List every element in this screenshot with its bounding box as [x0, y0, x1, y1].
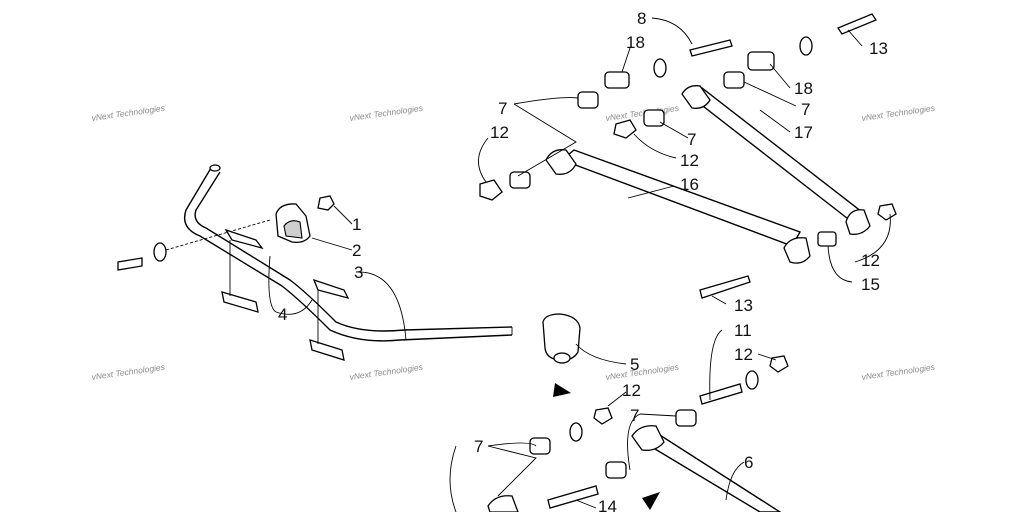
spacer-15: [817, 231, 837, 247]
nut-12-left: [479, 179, 503, 201]
watermark-4: vNext Technologies: [91, 362, 166, 382]
watermark-8: vNext Technologies: [605, 103, 680, 123]
bolt-axis-line: [165, 219, 271, 251]
callout-12-right: 12: [861, 251, 880, 270]
bushing-upper-1: [224, 228, 264, 250]
end-link-hole: [553, 352, 571, 364]
bolt-13-top: [837, 13, 877, 35]
spacer-18-left: [604, 71, 630, 89]
bolt-13-lower: [699, 275, 751, 299]
callout-11: 11: [734, 321, 752, 340]
bolt-14: [547, 485, 599, 509]
bushing-7-left: [509, 171, 531, 189]
callout-4: 4: [278, 305, 287, 324]
bushing-upper-2: [312, 278, 350, 299]
arm-joint-upper: [845, 209, 871, 235]
callout-13-lower: 13: [734, 296, 753, 315]
washer-lower-left: [569, 422, 583, 442]
bolt-left: [117, 257, 143, 271]
callout-12-lower-mid: 12: [622, 381, 641, 400]
callout-12-left: 12: [490, 123, 509, 142]
lower-a-arm-assembly[interactable]: [487, 355, 789, 513]
bushing-7-lower-left: [529, 437, 551, 455]
arm-bushing-front: [545, 149, 577, 175]
direction-arrow-2: [642, 492, 660, 510]
upper-a-arm-assembly[interactable]: [545, 85, 897, 264]
bolt-8: [689, 39, 733, 57]
callout-14: 14: [598, 497, 617, 512]
bushing-7-lower-mid: [605, 461, 627, 479]
watermark-7: vNext Technologies: [861, 362, 936, 382]
leader-lines: [268, 17, 891, 513]
watermark-1: vNext Technologies: [91, 103, 166, 123]
bushing-7-mid: [643, 109, 665, 127]
sway-bar-end-cap: [209, 164, 221, 172]
sway-bar-part[interactable]: [183, 164, 513, 342]
bolt-11: [699, 383, 743, 405]
callout-6: 6: [744, 453, 753, 472]
bushing-lower-2: [309, 339, 345, 361]
bushing-7-lower: [675, 409, 697, 427]
washer-lower-right: [745, 370, 759, 390]
arm-bushing-rear: [681, 85, 711, 109]
direction-arrow-1: [553, 383, 571, 397]
upper-hardware[interactable]: [479, 13, 877, 299]
watermark-6: vNext Technologies: [605, 362, 680, 382]
bushing-7-right: [723, 71, 745, 89]
callout-7-lower-mid: 7: [630, 406, 639, 425]
washer-top-left: [653, 58, 667, 78]
callout-17: 17: [794, 123, 813, 142]
spacer-18-right: [747, 51, 775, 71]
callout-7-right: 7: [801, 100, 810, 119]
callout-5: 5: [630, 355, 639, 374]
nut-12-lower-left: [593, 407, 613, 425]
watermark-5: vNext Technologies: [349, 362, 424, 382]
watermark-3: vNext Technologies: [861, 103, 936, 123]
nut-12-right: [877, 203, 897, 221]
nut-12-lower-right: [769, 355, 789, 373]
arm-bushing-6: [631, 425, 665, 451]
clamp-assembly[interactable]: [117, 195, 335, 271]
washer-top-right: [799, 36, 813, 56]
arm-bushing-lower-left: [487, 495, 519, 513]
bushing-lower-1: [221, 291, 259, 313]
callout-7-left: 7: [498, 99, 507, 118]
callout-7-mid: 7: [687, 130, 696, 149]
callout-1: 1: [352, 215, 361, 234]
end-link-part-5[interactable]: [542, 313, 581, 397]
watermark-2: vNext Technologies: [349, 103, 424, 123]
callout-7-lower-left: 7: [474, 437, 483, 456]
callout-18-left: 18: [626, 33, 645, 52]
callout-16: 16: [680, 175, 699, 194]
callout-2: 2: [352, 241, 361, 260]
callout-18-right: 18: [794, 79, 813, 98]
callout-3: 3: [354, 263, 363, 282]
nut-12-mid: [613, 119, 637, 139]
arm-joint-lower: [783, 237, 811, 264]
bushings-part-4[interactable]: [221, 228, 350, 361]
sway-bar-lower-edge: [194, 171, 513, 332]
callout-12-mid: 12: [680, 151, 699, 170]
callout-8: 8: [637, 9, 646, 28]
callout-12-lower-right: 12: [734, 345, 753, 364]
bushing-7-top: [577, 91, 599, 109]
clamp-inner: [283, 220, 303, 239]
washer-left: [153, 242, 167, 262]
end-link-body: [542, 313, 581, 361]
callout-15: 15: [861, 275, 880, 294]
callout-labels: 8 18 13 18 7 7 12 17 7 12 16 1 2 12 3 15…: [278, 9, 888, 516]
nut-part-1: [317, 195, 335, 211]
callout-13-top: 13: [869, 39, 888, 58]
arm-rod-16: [560, 149, 802, 247]
